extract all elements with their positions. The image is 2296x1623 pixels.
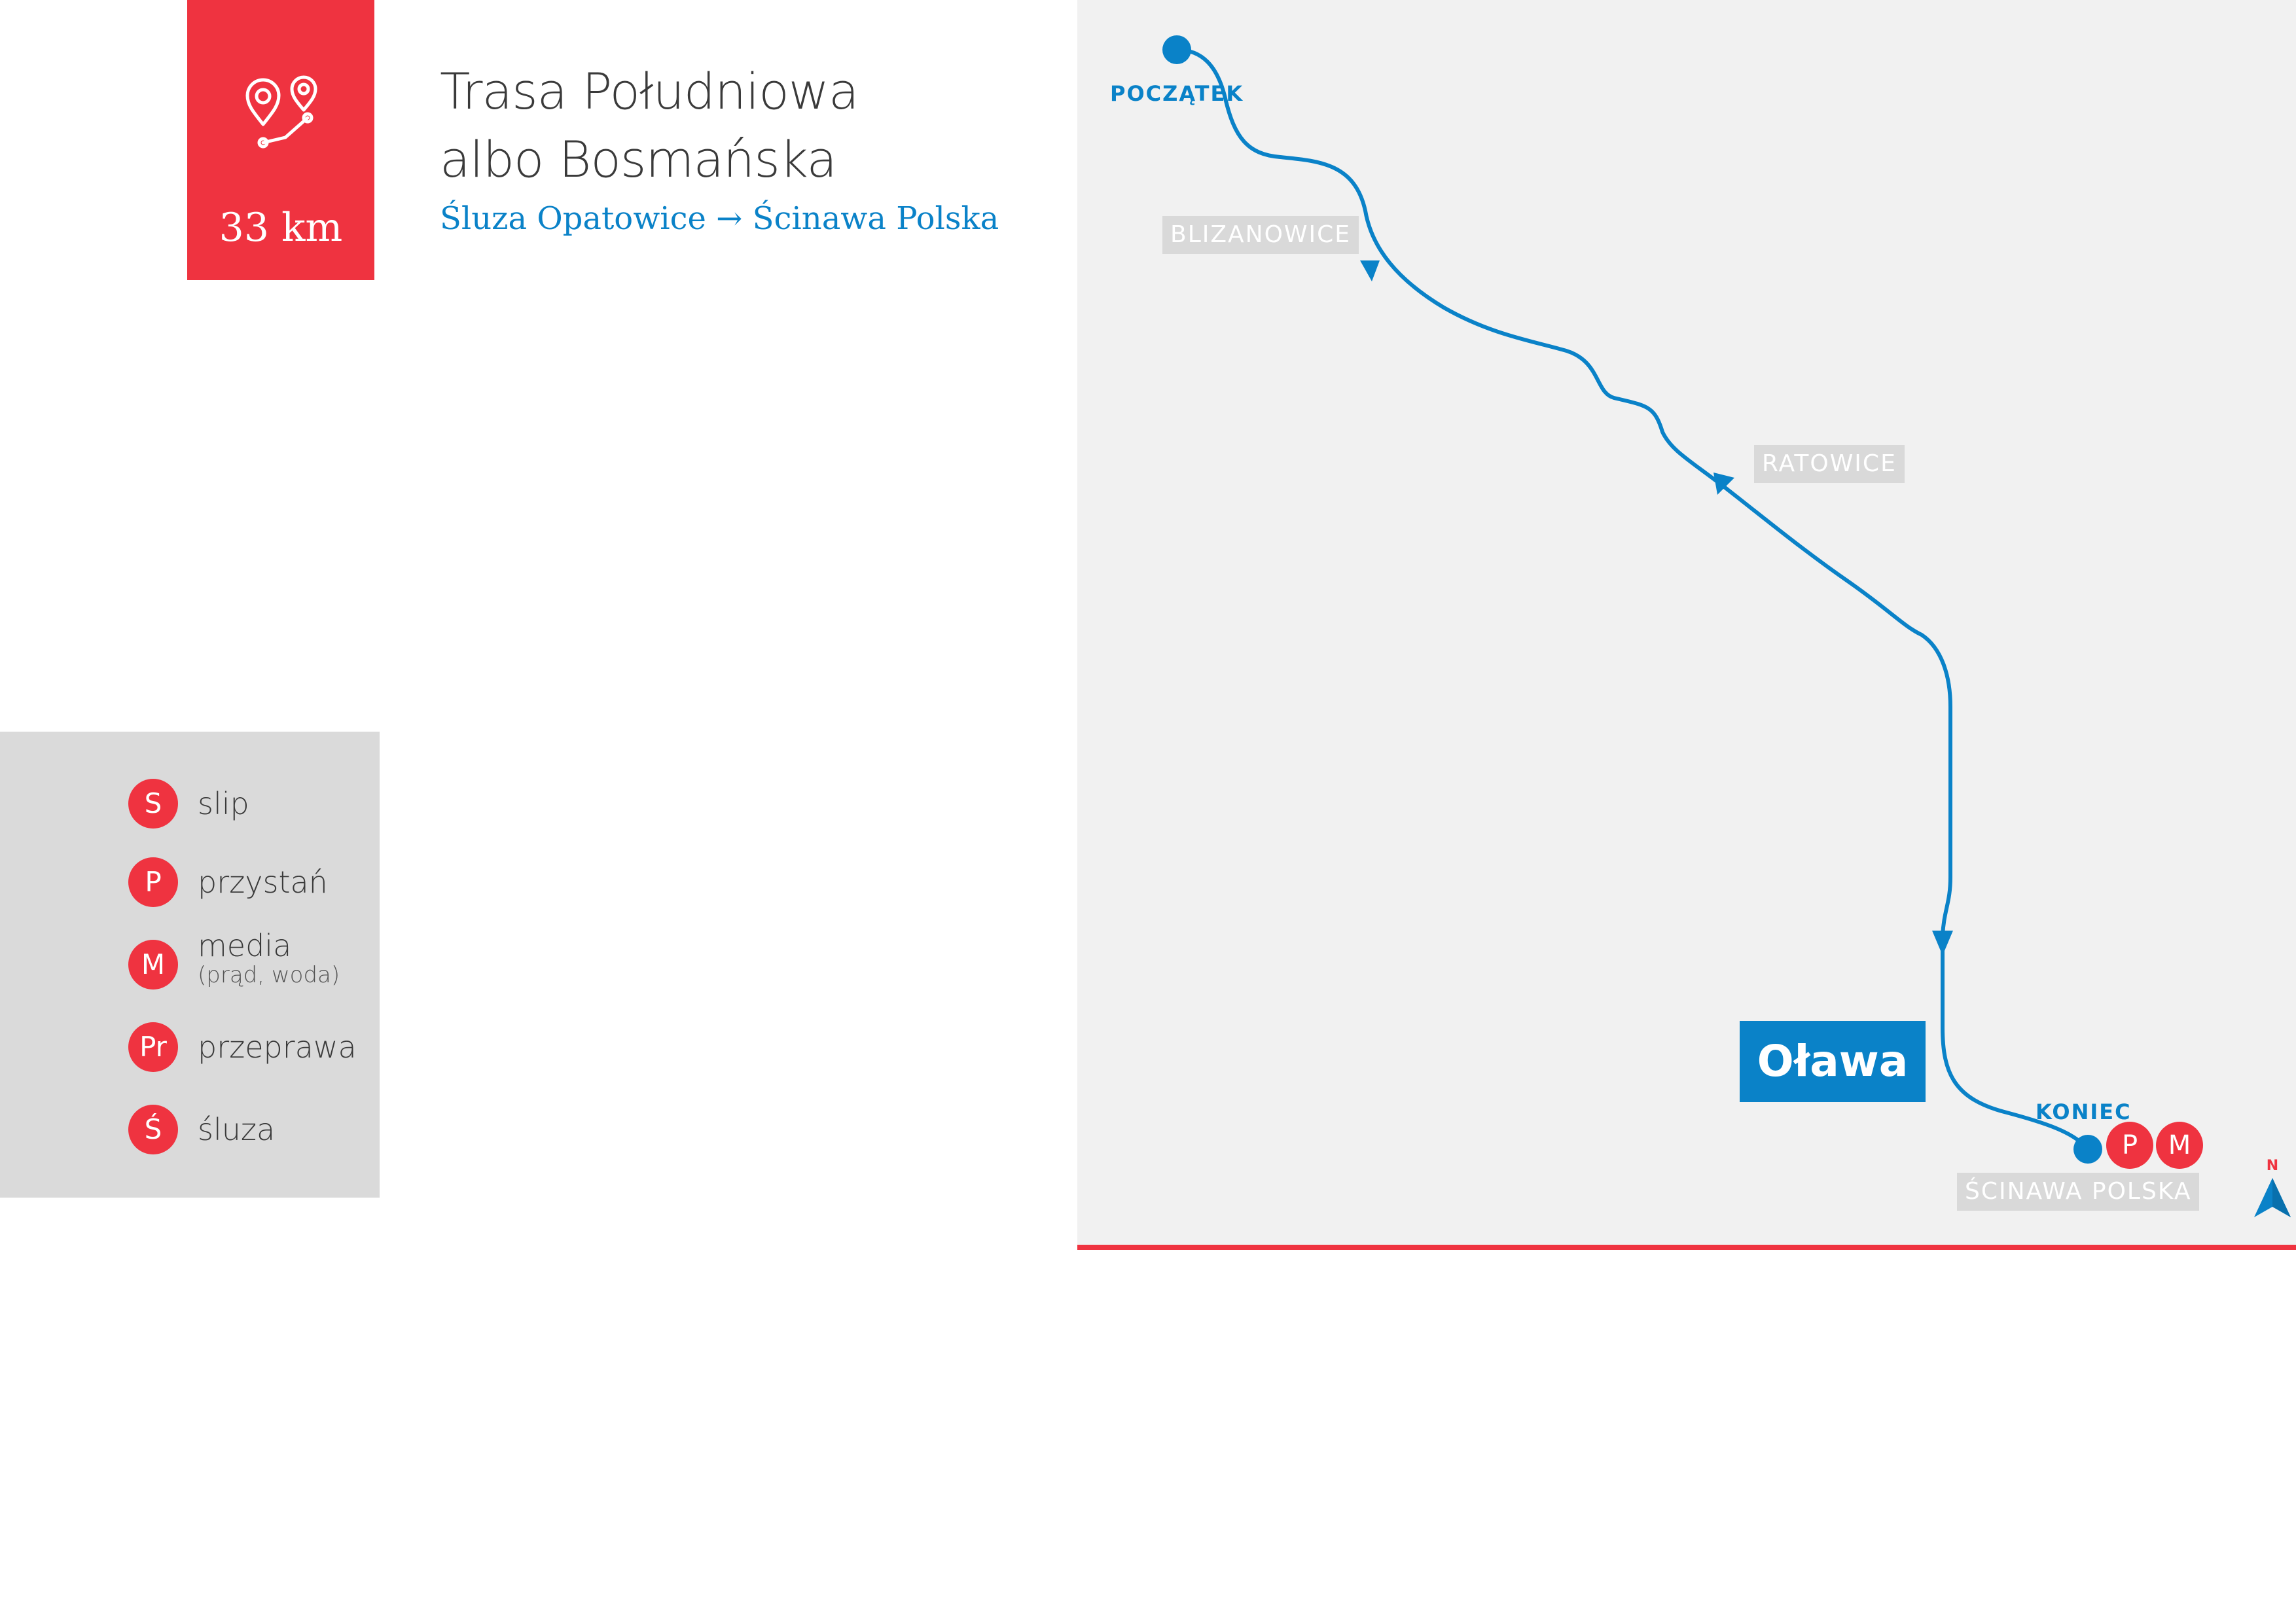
lock-icon: Ś <box>128 1105 178 1154</box>
direction-arrow <box>1932 931 1953 955</box>
legend-label: przystań <box>198 865 328 900</box>
legend-label-note: (prąd, woda) <box>198 962 340 988</box>
route-pins-icon <box>245 75 317 149</box>
end-label: KONIEC <box>2036 1099 2132 1124</box>
route-map: N <box>1162 35 2291 1217</box>
ferry-icon: Pr <box>128 1022 178 1072</box>
legend-label-text: media <box>198 928 292 963</box>
distance-value: 33 km <box>219 205 343 251</box>
route-title-block: Trasa Południowa albo Bosmańska Śluza Op… <box>440 58 1029 237</box>
legend-panel: S slip P przystań M media (prąd, woda) P… <box>0 732 380 1198</box>
distance-badge: 33 km <box>187 0 374 280</box>
map-bottom-rule <box>1077 1245 2296 1250</box>
utilities-icon: M <box>128 940 178 990</box>
utilities-icon: M <box>2156 1122 2203 1169</box>
start-label: POCZĄTEK <box>1110 81 1244 106</box>
direction-arrow <box>1713 473 1734 495</box>
legend-label: śluza <box>198 1112 276 1147</box>
end-point <box>2073 1135 2102 1164</box>
north-label: N <box>2267 1158 2278 1174</box>
start-point <box>1162 35 1191 64</box>
marina-icon: P <box>128 857 178 907</box>
route-title-line-1: Trasa Południowa <box>440 62 859 120</box>
direction-arrow <box>1360 260 1380 281</box>
legend-label: media (prąd, woda) <box>198 929 340 988</box>
north-arrow-icon <box>2254 1178 2291 1217</box>
route-subtitle: Śluza Opatowice → Ścinawa Polska <box>440 200 999 237</box>
route-title-line-2: albo Bosmańska <box>440 130 837 188</box>
marina-icon: P <box>2106 1122 2153 1169</box>
place-label-ratowice: RATOWICE <box>1754 445 1905 483</box>
city-label: Oława <box>1740 1021 1926 1102</box>
legend-label: slip <box>198 786 249 821</box>
slip-icon: S <box>128 779 178 829</box>
route-line <box>1175 48 2087 1149</box>
place-label-scinawa-polska: ŚCINAWA POLSKA <box>1957 1173 2200 1211</box>
legend-label: przeprawa <box>198 1029 357 1065</box>
place-label-blizanowice: BLIZANOWICE <box>1162 216 1359 254</box>
map-panel <box>1077 0 2296 1245</box>
